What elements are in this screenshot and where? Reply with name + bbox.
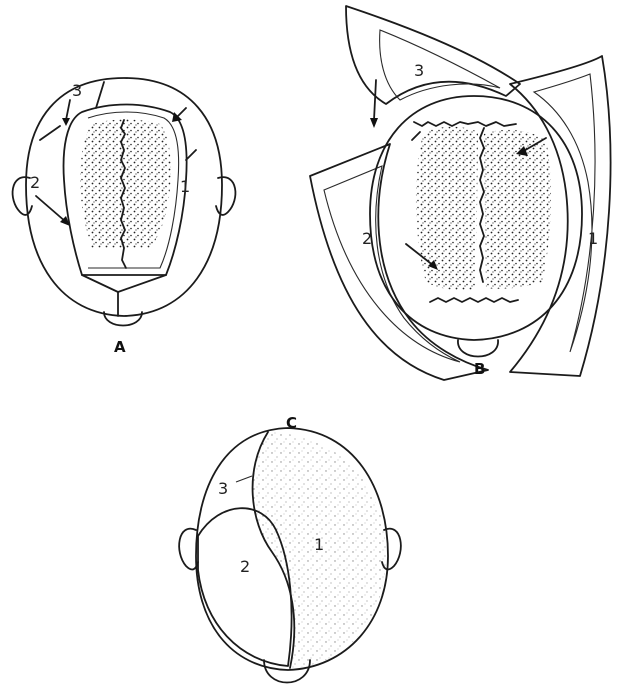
panel-c-label-1: 1 bbox=[314, 535, 324, 554]
panel-b-label-2: 2 bbox=[362, 229, 372, 248]
panel-b-label-1: 1 bbox=[588, 229, 598, 248]
panel-a-label-1: 1 bbox=[180, 177, 190, 196]
panel-b-bone-left bbox=[416, 127, 478, 291]
panel-a-right-ear bbox=[216, 177, 235, 215]
panel-c-label-3: 3 bbox=[218, 479, 228, 498]
panel-b-flap-3 bbox=[346, 6, 520, 104]
panel-c-label-2: 2 bbox=[240, 557, 250, 576]
panel-a-label-2: 2 bbox=[30, 173, 40, 192]
panel-b: 3 2 1 B bbox=[310, 6, 611, 380]
panel-a-label-3: 3 bbox=[72, 81, 82, 100]
panel-a-caption: A bbox=[114, 338, 126, 356]
panel-c: C 3 2 1 bbox=[179, 414, 401, 683]
panel-b-caption: B bbox=[474, 360, 485, 378]
panel-a: 3 2 1 A bbox=[13, 78, 236, 356]
panel-c-flap-2 bbox=[198, 508, 292, 666]
panel-c-caption: C bbox=[286, 414, 297, 432]
panel-b-label-3: 3 bbox=[414, 61, 424, 80]
